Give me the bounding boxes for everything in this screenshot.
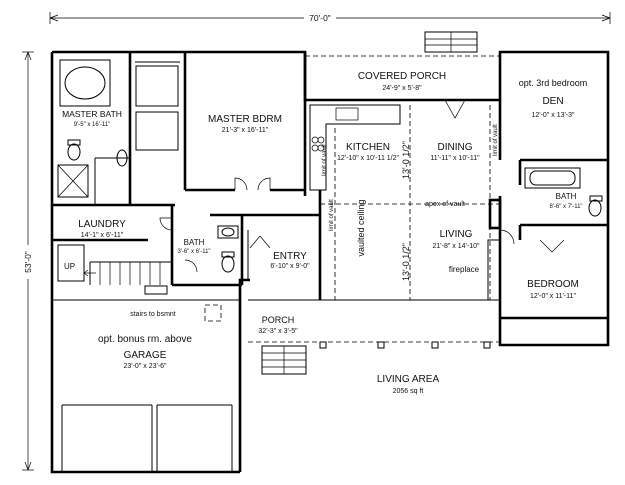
master-bdrm-name: MASTER BDRM [208,114,282,125]
ceiling-height-lower: 13'-0 1/2" [401,243,411,281]
apex-of-vault-label: apex of vault [425,201,465,208]
limit-of-vault-left: limit of vault [329,199,335,231]
master-bath-name: MASTER BATH [62,109,122,119]
laundry-stairs [57,244,172,295]
entry-size: 6'-10" x 9'-0" [270,263,310,270]
overall-width-label: 70'-0" [309,13,331,23]
living-size: 21'-8" x 14'-10" [433,243,480,250]
master-bdrm-size: 21'-3" x 16'-11" [222,127,269,134]
living-name: LIVING [440,229,473,240]
stairs-label: stairs to bsmnt [130,311,176,318]
covered-porch-outline [304,31,501,100]
interior-walls [52,52,608,320]
entry-name: ENTRY [273,251,307,262]
door-swings [159,99,565,273]
porch-size: 32'-3" x 3'-5" [258,328,298,335]
den-note: opt. 3rd bedroom [519,78,588,88]
bath-small-size: 3'-6" x 6'-11" [177,249,210,255]
living-area-size: 2056 sq ft [393,388,424,395]
fireplace-label: fireplace [449,265,480,274]
bath-right-name: BATH [556,192,577,201]
limit-of-vault-kitchen: limit of vault [322,144,328,176]
garage-note: opt. bonus rm. above [98,334,192,345]
kitchen-name: KITCHEN [346,142,390,153]
bath-small-name: BATH [184,238,205,247]
vaulted-ceiling-label: vaulted ceiling [356,199,366,256]
covered-porch-size: 24'-9" x 5'-8" [382,85,422,92]
dining-size: 11'-11" x 10'-11" [430,155,480,162]
overall-depth-label: 53'-0" [23,251,33,273]
kitchen-counters [309,104,401,191]
ceiling-height-upper: 13'-0 1/2" [401,141,411,179]
garage-name: GARAGE [124,350,167,361]
den-name: DEN [542,96,563,107]
up-label: UP [64,262,75,271]
covered-porch-name: COVERED PORCH [358,71,446,82]
front-porch [248,299,501,375]
dining-name: DINING [438,142,473,153]
master-bath-size: 9'-5" x 16'-11" [74,122,110,128]
bedroom-size: 12'-0" x 11'-11" [530,293,576,300]
porch-name: PORCH [262,315,295,325]
laundry-size: 14'-1" x 6'-11" [81,232,124,239]
limit-of-vault-right: limit of vault [493,124,499,156]
bedroom-name: BEDROOM [527,279,579,290]
laundry-name: LAUNDRY [78,219,126,230]
bath-right-size: 8'-6" x 7'-11" [549,204,582,210]
garage-outline [52,299,240,472]
vault-lines [320,105,500,300]
plumbing-fixtures [67,139,603,273]
living-area-label: LIVING AREA [377,374,440,385]
master-tub [57,59,111,198]
kitchen-size: 12'-10" x 10'-11 1/2" [337,155,400,162]
garage-size: 23'-0" x 23'-6" [123,363,167,370]
den-size: 12'-0" x 13'-3" [531,112,575,119]
